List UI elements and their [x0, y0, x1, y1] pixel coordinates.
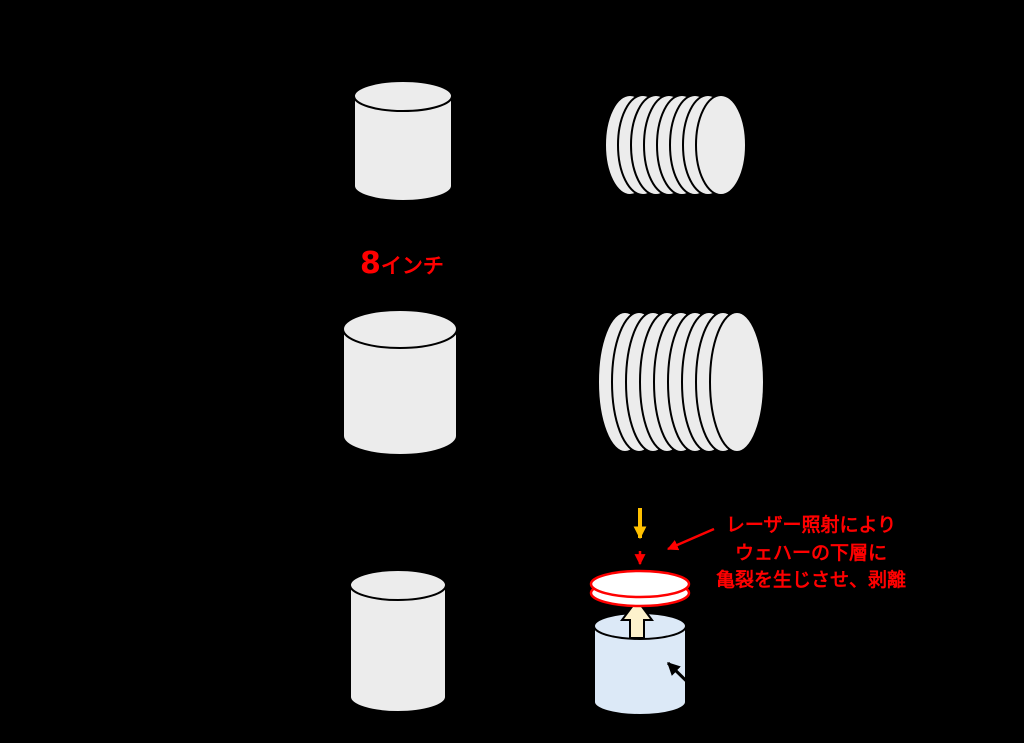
laser-liftoff-assembly: [589, 508, 715, 716]
size-unit: インチ: [380, 254, 444, 278]
wafer: [709, 311, 765, 453]
laser-note-line-1: レーザー照射により: [725, 514, 897, 536]
size-label: 8インチ: [360, 246, 444, 281]
laser-note-line-3: 亀裂を生じさせ、剥離: [715, 569, 906, 592]
wafer-stack-large: [597, 311, 765, 453]
lift-up-arrow-icon: [620, 598, 654, 639]
peeled-wafer-disc: [589, 569, 691, 608]
laser-note: レーザー照射により ウェハーの下層に 亀裂を生じさせ、剥離: [698, 512, 924, 595]
ingot-cylinder-medium: [349, 569, 447, 713]
size-number: 8: [360, 246, 381, 281]
ingot-cylinder-large-8inch: [342, 309, 458, 456]
wafer-stack-small: [604, 94, 747, 196]
black-pointer-arrow: [666, 661, 714, 708]
note-pointer-arrow-icon: [666, 527, 715, 551]
laser-note-line-2: ウェハーの下層に: [734, 541, 887, 564]
ingot-cylinder-small: [353, 80, 453, 202]
wafer: [695, 94, 747, 196]
